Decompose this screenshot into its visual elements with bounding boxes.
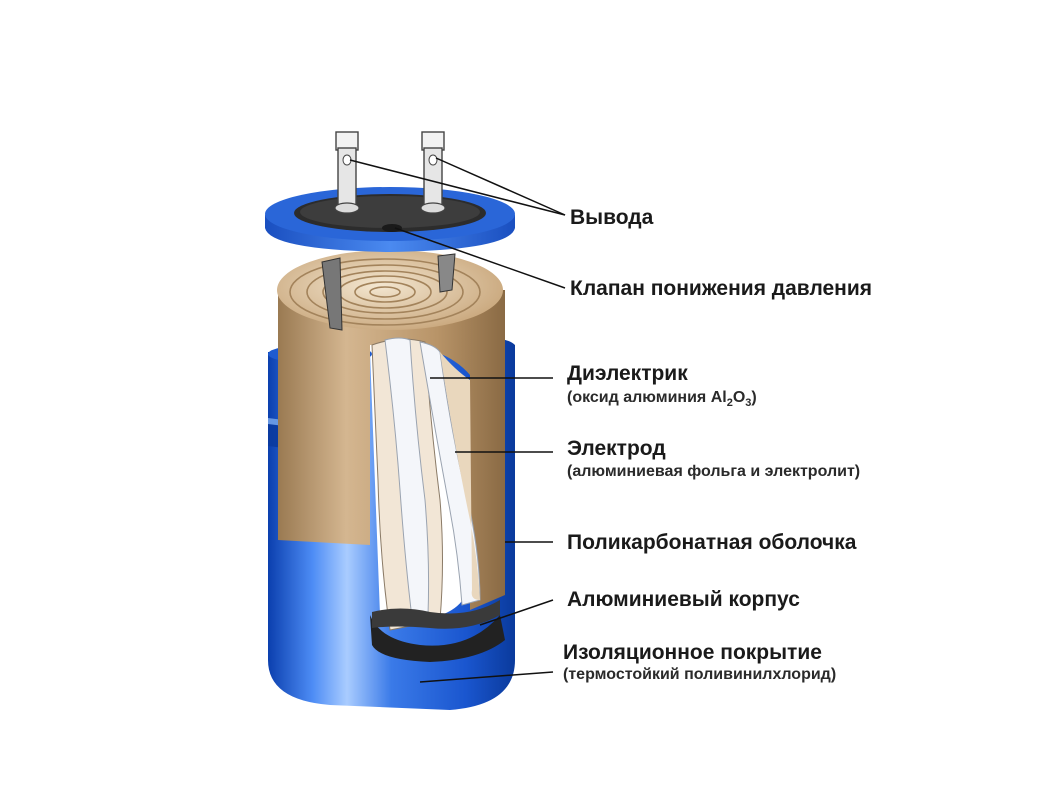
dielectric-note-mid: O	[733, 389, 745, 406]
label-aluminum-case: Алюминиевый корпус	[567, 588, 800, 612]
label-electrode: Электрод	[567, 437, 666, 461]
dielectric-note-suffix: )	[751, 389, 756, 406]
dielectric-note-prefix: (оксид алюминия Al	[567, 389, 727, 406]
label-insulation: Изоляционное покрытие	[563, 641, 822, 665]
terminal-right	[421, 132, 445, 213]
label-dielectric: Диэлектрик	[567, 362, 688, 386]
label-valve: Клапан понижения давления	[570, 277, 872, 301]
label-electrode-note: (алюминиевая фольга и электролит)	[567, 463, 860, 481]
label-insulation-note: (термостойкий поливинилхлорид)	[563, 666, 836, 684]
label-dielectric-note: (оксид алюминия Al2O3)	[567, 389, 757, 409]
label-polycarbonate: Поликарбонатная оболочка	[567, 531, 856, 555]
terminal-left	[335, 132, 359, 213]
label-terminals: Вывода	[570, 206, 653, 230]
lid	[265, 187, 515, 252]
